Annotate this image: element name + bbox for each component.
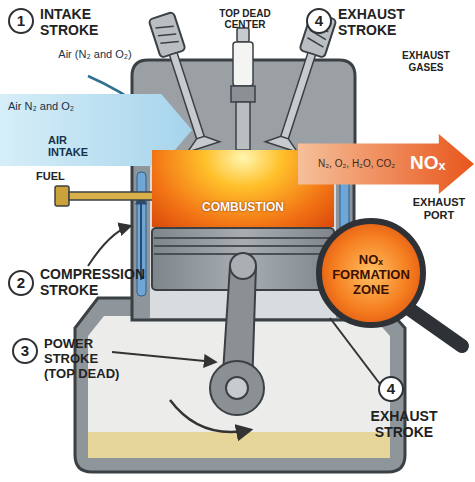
- exhaust-valve: [265, 11, 340, 153]
- stroke-title: POWER STROKE (TOP DEAD): [44, 336, 126, 381]
- gas-list: N₂, O₂, H₂O, CO₂: [318, 158, 418, 170]
- annotation: AIR INTAKE: [48, 134, 104, 158]
- callout-number: 3: [14, 340, 36, 362]
- annotation: EXHAUST GASES: [384, 50, 468, 74]
- callout-circle: 1INTAKE STROKE: [8, 8, 34, 34]
- piston-ring: [154, 245, 332, 247]
- annotation: TOP DEAD CENTER: [203, 8, 287, 30]
- leader-arrow: [112, 352, 215, 362]
- leader-arrow: [88, 226, 130, 266]
- spark-plug: [231, 28, 255, 150]
- annotation: EXHAUST PORT: [404, 196, 474, 222]
- annotation: Air (N₂ and O₂): [58, 48, 132, 61]
- magnifier-handle: [408, 308, 462, 346]
- zone-label: COMBUSTION: [152, 200, 334, 214]
- callout-circle: 4EXHAUST STROKE: [378, 376, 404, 402]
- stroke-title: EXHAUST STROKE: [338, 6, 458, 38]
- callout-number: 4: [308, 10, 330, 32]
- stroke-title: INTAKE STROKE: [40, 6, 150, 38]
- zone-label: NOₓ FORMATION ZONE: [328, 252, 414, 297]
- callout-number: 2: [10, 272, 32, 294]
- piston-pin: [230, 253, 256, 279]
- magnifier-lens: NOₓ FORMATION ZONE: [316, 218, 426, 328]
- callout-circle: 2COMPRESSION STROKE: [8, 270, 34, 296]
- nox-label: NOₓ: [410, 152, 445, 174]
- callout-circle: 3POWER STROKE (TOP DEAD): [12, 338, 38, 364]
- rotation-arrow: [170, 400, 250, 432]
- crank-journal: [210, 361, 264, 415]
- callout-number: 1: [10, 10, 32, 32]
- oil-sump: [88, 432, 390, 458]
- callout-number: 4: [380, 378, 402, 400]
- callout-circle: 4EXHAUST STROKE: [306, 8, 332, 34]
- piston-ring: [154, 237, 332, 239]
- annotation: FUEL: [36, 170, 65, 182]
- stroke-title: COMPRESSION STROKE: [40, 266, 170, 298]
- fuel-injector: [55, 186, 163, 206]
- stroke-title: EXHAUST STROKE: [364, 408, 444, 440]
- flow-text: Air N₂ and O₂: [8, 100, 88, 113]
- crank-pin: [226, 377, 248, 399]
